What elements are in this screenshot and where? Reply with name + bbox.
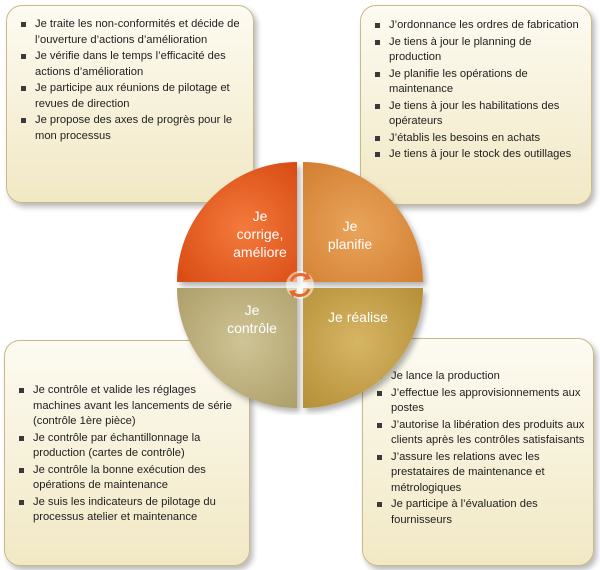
bullet-icon [377,502,382,507]
quadrant-corrige [177,162,297,282]
pdca-circle [177,162,423,408]
quadrant-planifie [303,162,423,282]
bullet-icon [375,23,380,28]
bullet-icon [375,152,380,157]
label-realise: Je réalise [328,309,388,325]
plan-actions-list: J’ordonnance les ordres de fabrication J… [375,18,583,163]
bullet-icon [375,103,380,109]
bullet-icon [19,499,24,505]
list-item: Je propose des axes de progrès pour le m… [21,113,243,144]
list-item: J’effectue les approvisionnements aux po… [377,386,585,417]
bullet-icon [21,118,26,123]
execute-actions-box: Je lance la production J’effectue les ap… [362,338,594,566]
list-item: Je contrôle et valide les réglages machi… [19,383,241,430]
list-item: Je contrôle la bonne exécution des opéra… [19,463,241,494]
label-planifie: Je planifie [327,218,373,252]
bullet-icon [21,86,26,91]
quadrant-realise [303,288,423,408]
bullet-icon [375,39,380,45]
quadrant-controle [177,288,297,408]
list-item: Je tiens à jour les habilitations des op… [375,99,583,130]
plan-actions-box: J’ordonnance les ordres de fabrication J… [360,5,592,205]
bullet-icon [377,422,382,428]
list-item: Je planifie les opérations de maintenanc… [375,67,583,98]
bullet-icon [21,54,26,59]
list-item: Je vérifie dans le temps l’efficacité de… [21,49,243,80]
bullet-icon [19,388,24,393]
label-corrige: Je corrige, améliore [233,208,287,260]
list-item: J’établis les besoins en achats [375,131,583,147]
bullet-icon [21,22,26,27]
list-item: Je contrôle par échantillonnage la produ… [19,431,241,462]
label-controle: Je contrôle [227,302,277,336]
execute-actions-list: Je lance la production J’effectue les ap… [377,369,585,528]
cycle-arrows-icon [286,271,314,299]
list-item: J’autorise la libération des produits au… [377,418,585,449]
list-item: Je participe aux réunions de pilotage et… [21,81,243,112]
improve-actions-box: Je traite les non-conformités et décide … [6,5,254,203]
list-item: Je tiens à jour le planning de productio… [375,35,583,66]
list-item: Je traite les non-conformités et décide … [21,17,243,48]
bullet-icon [377,390,382,396]
control-actions-box: Je contrôle et valide les réglages machi… [4,340,250,566]
bullet-icon [375,135,380,141]
bullet-icon [19,435,24,441]
bullet-icon [377,454,382,460]
control-actions-list: Je contrôle et valide les réglages machi… [19,383,241,526]
improve-actions-list: Je traite les non-conformités et décide … [21,17,243,144]
pdca-cycle: Je corrige, améliore Je planifie Je cont… [170,155,430,415]
bullet-icon [19,467,24,473]
list-item: J’assure les relations avec les prestata… [377,450,585,497]
list-item: Je suis les indicateurs de pilotage du p… [19,495,241,526]
bullet-icon [375,71,380,77]
list-item: J’ordonnance les ordres de fabrication [375,18,583,34]
list-item: Je tiens à jour le stock des outillages [375,147,583,163]
list-item: Je participe à l’évaluation des fourniss… [377,497,585,528]
